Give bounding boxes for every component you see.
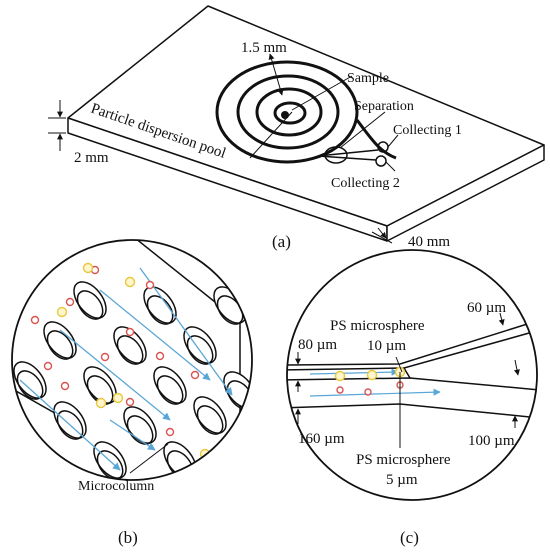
panel-b-label: (b)	[118, 528, 138, 547]
microcolumn	[153, 366, 187, 404]
small-particle	[43, 361, 53, 371]
microcolumn	[143, 286, 177, 324]
label-100um: 100 µm	[468, 433, 515, 449]
label-separation: Separation	[354, 99, 414, 114]
large-particle	[56, 306, 68, 318]
microcolumn-edge	[156, 375, 184, 405]
label-collecting-2: Collecting 2	[331, 176, 400, 191]
microcolumn-edge	[76, 290, 104, 320]
bifurcation-channel	[287, 319, 537, 419]
microcolumn	[93, 441, 127, 479]
small-particle	[155, 351, 165, 361]
label-collecting-1: Collecting 1	[393, 123, 462, 138]
large-particle	[82, 262, 94, 274]
thickness-dimension	[48, 100, 66, 151]
panel-c-label: (c)	[400, 528, 419, 547]
microcolumn	[193, 396, 227, 434]
small-particle	[125, 397, 135, 407]
microcolumn-leader	[129, 443, 169, 474]
label-sample: Sample	[347, 71, 389, 86]
large-particle	[124, 276, 136, 288]
label-ps-small-size: 5 µm	[386, 472, 418, 488]
label-microcolumn: Microcolumn	[78, 479, 154, 494]
small-particle	[30, 315, 40, 325]
large-microsphere	[334, 370, 346, 382]
microcolumn-edge	[46, 330, 74, 360]
microcolumn-edge	[126, 415, 154, 445]
leader-lines	[249, 53, 399, 172]
panel-a-label: (a)	[272, 232, 291, 251]
small-particle	[125, 327, 135, 337]
small-particle	[165, 427, 175, 437]
microcolumn-edge	[196, 405, 224, 435]
microcolumn-array	[12, 240, 252, 480]
label-ps-large-size: 10 µm	[367, 338, 406, 354]
small-particle	[100, 352, 110, 362]
label-160um: 160 µm	[298, 431, 345, 447]
label-spiral-gap: 1.5 mm	[241, 40, 287, 56]
chip-plate	[67, 5, 545, 242]
microcolumn	[163, 441, 197, 479]
flow-arrow	[59, 329, 171, 421]
spiral-channel	[215, 60, 397, 164]
microcolumn-edge	[146, 295, 174, 325]
large-particle	[112, 392, 124, 404]
small-particle	[60, 381, 70, 391]
large-particle	[95, 397, 107, 409]
width-markers	[295, 312, 520, 448]
panel-b-circle	[11, 239, 253, 481]
flow-arrow	[19, 379, 121, 471]
panel-c-circle	[286, 249, 538, 501]
flow-arrow	[109, 419, 156, 451]
flow-arrow	[99, 289, 211, 381]
microcolumn	[73, 281, 107, 319]
small-microsphere	[336, 386, 344, 394]
label-thickness: 2 mm	[74, 150, 109, 166]
microcolumn	[53, 401, 87, 439]
label-ps-large: PS microsphere	[330, 318, 425, 334]
label-width: 40 mm	[408, 234, 450, 250]
sample-inlet	[281, 111, 289, 119]
flow-arrow	[139, 267, 233, 396]
small-particle	[65, 297, 75, 307]
label-ps-small: PS microsphere	[356, 452, 451, 468]
label-80um: 80 µm	[298, 337, 337, 353]
microcolumn-edge	[86, 375, 114, 405]
small-microsphere	[364, 388, 372, 396]
microcolumn-edge	[56, 410, 84, 440]
microcolumn	[43, 321, 77, 359]
small-particle	[190, 370, 200, 380]
label-60um: 60 µm	[467, 300, 506, 316]
microcolumn-edge	[116, 335, 144, 365]
small-particle	[145, 280, 155, 290]
large-microsphere	[366, 369, 378, 381]
width-dimension	[371, 227, 393, 244]
